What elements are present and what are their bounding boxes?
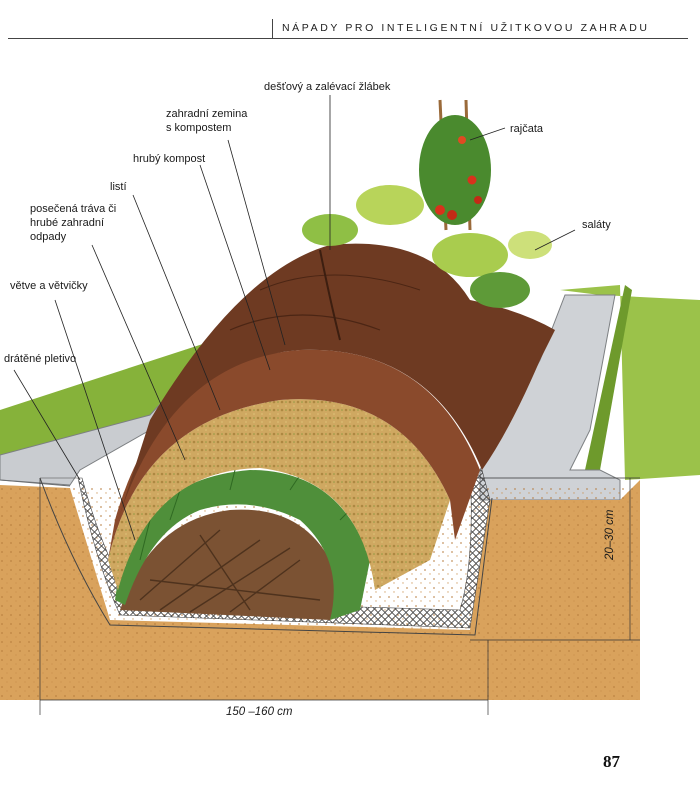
label-grass-line1: posečená tráva či — [30, 203, 117, 215]
dimension-width: 150 –160 cm — [226, 706, 293, 718]
label-soil-line1: zahradní zemina — [166, 108, 248, 120]
label-gutter: dešťový a zalévací žlábek — [264, 81, 391, 93]
garden-soil-layer — [118, 243, 555, 520]
wire-mesh-lining — [40, 469, 491, 629]
label-grass-line3: odpady — [30, 231, 67, 243]
salad-plants — [302, 185, 552, 308]
label-coarse-compost: hrubý kompost — [133, 153, 206, 165]
label-tomatoes: rajčata — [510, 123, 544, 135]
page-number: 87 — [603, 752, 620, 771]
branch-strokes — [139, 529, 321, 613]
header-rule — [8, 38, 688, 39]
grass-layer — [115, 470, 370, 620]
lawn-right — [560, 285, 700, 480]
grass-strokes — [139, 469, 356, 561]
tomato-plants — [419, 99, 491, 231]
dimension-depth: 20–30 cm — [604, 509, 616, 560]
label-salads: saláty — [582, 219, 611, 231]
leader-lines — [13, 95, 576, 541]
lawn-right-far — [585, 285, 632, 470]
label-grass-line2: hrubé zahradní — [30, 217, 104, 229]
label-branches: větve a větvičky — [10, 280, 88, 292]
dimension-lines — [39, 477, 640, 715]
gutter-groove — [319, 249, 341, 341]
label-soil-line2: s kompostem — [166, 122, 232, 134]
label-leaves: listí — [110, 181, 127, 193]
lawn-left — [0, 340, 215, 455]
page-header-title: NÁPADY PRO INTELIGENTNÍ UŽITKOVOU ZAHRAD… — [282, 22, 650, 34]
branches-layer — [120, 509, 335, 620]
coarse-compost-layer — [108, 349, 480, 560]
label-wire-mesh: drátěné pletivo — [4, 353, 77, 365]
header-divider-tick — [272, 19, 273, 38]
